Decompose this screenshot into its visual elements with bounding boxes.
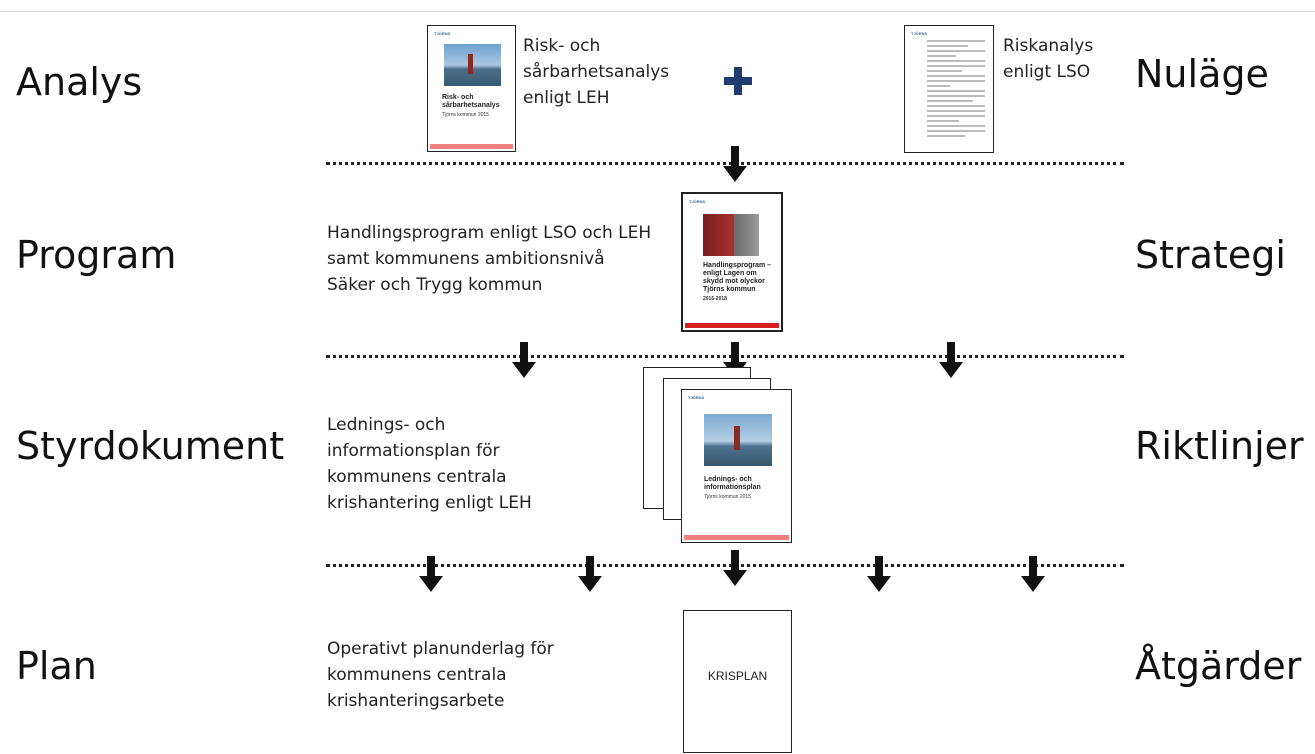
arrow-down-icon [939, 342, 963, 380]
arrow-down-icon [723, 146, 747, 184]
risk-doc-caption: Risk- och sårbarhetsanalys enligt LEH [523, 36, 670, 108]
krisplan-document: KRISPLAN [683, 610, 792, 753]
kommun-logo: TJÖRNS [688, 395, 705, 400]
arrow-down-icon [723, 550, 747, 588]
arrow-down-icon [867, 556, 891, 594]
level-program: Program [16, 233, 177, 277]
document-text-lines [927, 40, 985, 140]
program-description: Handlingsprogram enligt LSO och LEH samt… [327, 223, 652, 295]
phase-riktlinjer: Riktlinjer [1135, 424, 1304, 468]
phase-strategi: Strategi [1135, 233, 1286, 277]
arrow-down-icon [1021, 556, 1045, 594]
lso-risk-analysis-document: TJÖRNS [904, 25, 994, 153]
arrow-down-icon [419, 556, 443, 594]
kommun-logo: TJÖRNS [911, 31, 928, 36]
risk-analysis-document: TJÖRNS Risk- och sårbarhetsanalys Tjörns… [427, 25, 516, 152]
plus-icon [724, 67, 752, 95]
lednings-subtitle: Tjörns kommun 2015 [704, 494, 751, 500]
handlingsprogram-title: Handlingsprogram – enligt Lagen om skydd… [703, 262, 772, 293]
risk-doc-subtitle: Tjörns kommun 2015 [442, 112, 489, 118]
phase-atgarder: Åtgärder [1135, 644, 1302, 688]
lighthouse-photo [704, 414, 772, 466]
plan-description: Operativt planunderlag för kommunens cen… [327, 639, 554, 711]
arrow-down-icon [512, 342, 536, 380]
top-divider [0, 11, 1315, 12]
lednings-document: TJÖRNS Lednings- och informationsplan Tj… [681, 389, 792, 543]
risk-doc-title: Risk- och sårbarhetsanalys [442, 94, 500, 109]
doc-footer-bar [430, 144, 513, 149]
krisplan-label: KRISPLAN [707, 669, 768, 683]
phase-nulage: Nuläge [1135, 52, 1269, 96]
doc-footer-bar [684, 535, 789, 540]
separator-analys [326, 162, 1124, 165]
level-styrdokument: Styrdokument [16, 424, 285, 468]
lighthouse-photo [444, 44, 501, 86]
handlingsprogram-document: TJÖRNS Handlingsprogram – enligt Lagen o… [681, 192, 783, 332]
red-house-photo [703, 214, 759, 256]
separator-program [326, 355, 1124, 358]
kommun-logo: TJÖRNS [689, 199, 706, 204]
separator-styrdokument [326, 564, 1124, 567]
lednings-title: Lednings- och informationsplan [704, 476, 761, 491]
level-analys: Analys [16, 60, 143, 104]
doc-footer-bar [685, 323, 779, 328]
kommun-logo: TJÖRNS [434, 31, 451, 36]
arrow-down-icon [578, 556, 602, 594]
styrdokument-description: Lednings- och informationsplan för kommu… [327, 415, 532, 513]
lso-doc-caption: Riskanalys enligt LSO [1003, 36, 1094, 82]
handlingsprogram-subtitle: 2016-2018 [703, 296, 727, 302]
level-plan: Plan [16, 644, 97, 688]
